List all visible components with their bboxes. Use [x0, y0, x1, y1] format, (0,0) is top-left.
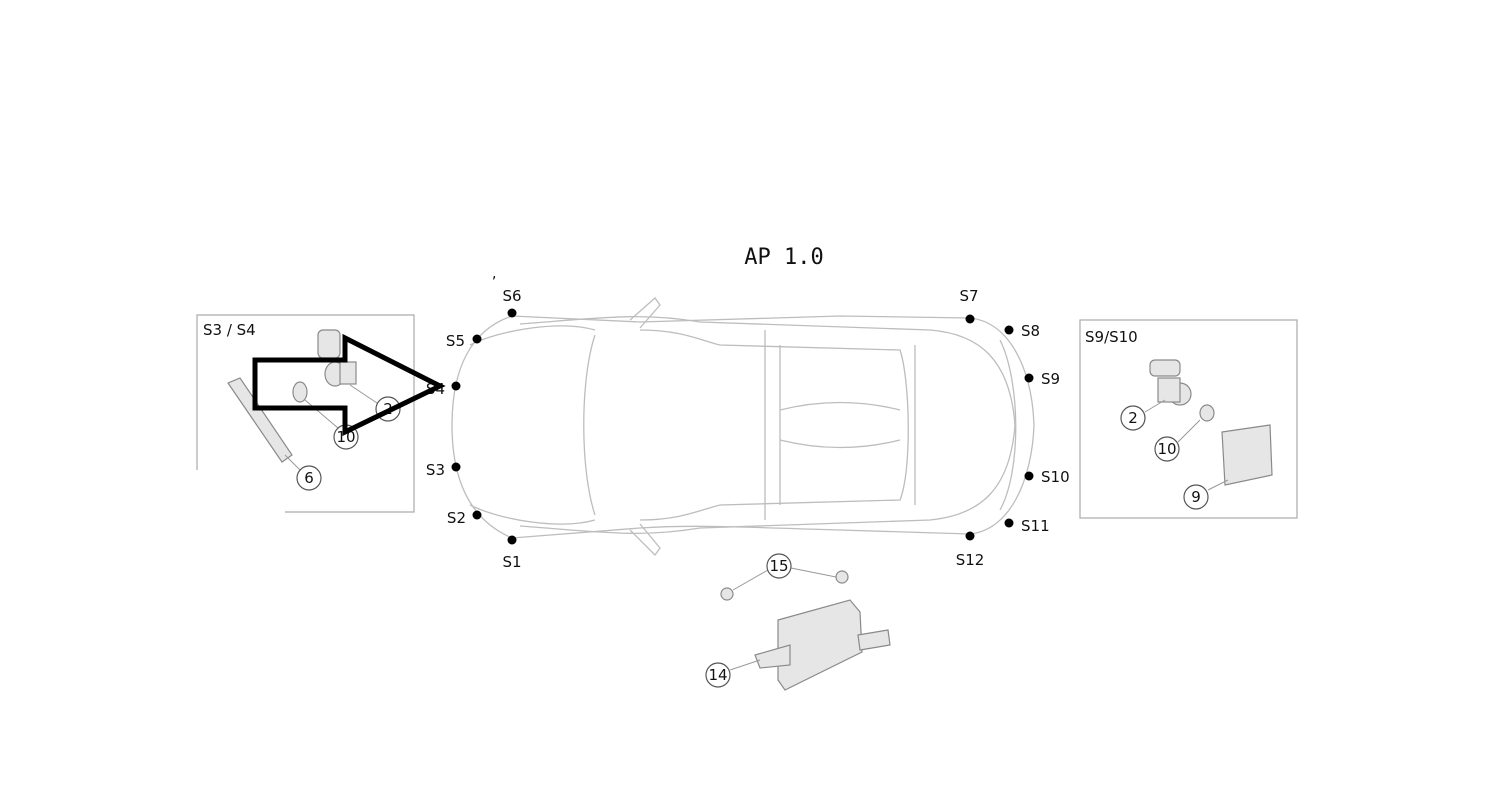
seal-ring-icon	[1199, 404, 1215, 422]
sensor-part-icon	[1149, 359, 1192, 406]
svg-text:15: 15	[769, 557, 788, 575]
svg-text:S10: S10	[1041, 468, 1070, 486]
sensor-s10: S10	[1024, 468, 1070, 486]
control-module: 15 14	[705, 553, 891, 691]
svg-text:S3 / S4: S3 / S4	[203, 321, 256, 339]
svg-text:S2: S2	[447, 509, 466, 527]
svg-text:S1: S1	[502, 553, 521, 571]
ecu-box-icon	[777, 599, 863, 691]
svg-text:10: 10	[1157, 440, 1176, 458]
detail-box-s9-s10: S9/S10 2 10 9	[1079, 319, 1298, 519]
sensor-s6: S6	[502, 287, 522, 318]
sensor-s8: S8	[1004, 322, 1040, 340]
nut-icon	[835, 570, 849, 584]
svg-text:S9/S10: S9/S10	[1085, 328, 1138, 346]
sensor-s12: S12	[956, 531, 985, 569]
svg-text:S5: S5	[446, 332, 465, 350]
bracket-icon	[1221, 424, 1273, 486]
sensor-s9: S9	[1024, 370, 1060, 388]
sensor-s1: S1	[502, 535, 522, 571]
sensor-s7: S7	[959, 287, 979, 324]
svg-text:S6: S6	[502, 287, 521, 305]
seal-ring-icon	[292, 381, 308, 403]
svg-text:S3: S3	[426, 461, 445, 479]
svg-text:14: 14	[708, 666, 727, 684]
sensor-s11: S11	[1004, 517, 1050, 535]
car-outline	[451, 297, 1035, 557]
nut-icon	[720, 587, 734, 601]
bracket-icon	[227, 377, 293, 463]
stray-mark: ,	[492, 266, 496, 282]
sensor-s2: S2	[447, 509, 482, 527]
sensor-s3: S3	[426, 461, 461, 479]
diagram-title: AP 1.0	[744, 245, 823, 270]
svg-text:S8: S8	[1021, 322, 1040, 340]
svg-text:6: 6	[304, 469, 314, 487]
svg-text:S12: S12	[956, 551, 985, 569]
highlight-arrow	[252, 333, 446, 436]
svg-text:10: 10	[336, 428, 355, 446]
sensor-part-icon	[317, 329, 357, 387]
svg-text:S11: S11	[1021, 517, 1050, 535]
svg-text:S9: S9	[1041, 370, 1060, 388]
sensor-s5: S5	[446, 332, 482, 350]
detail-box-s3-s4: S3 / S4 2 10 6	[196, 314, 415, 513]
svg-text:2: 2	[1128, 409, 1138, 427]
svg-text:9: 9	[1191, 488, 1201, 506]
svg-text:S7: S7	[959, 287, 978, 305]
